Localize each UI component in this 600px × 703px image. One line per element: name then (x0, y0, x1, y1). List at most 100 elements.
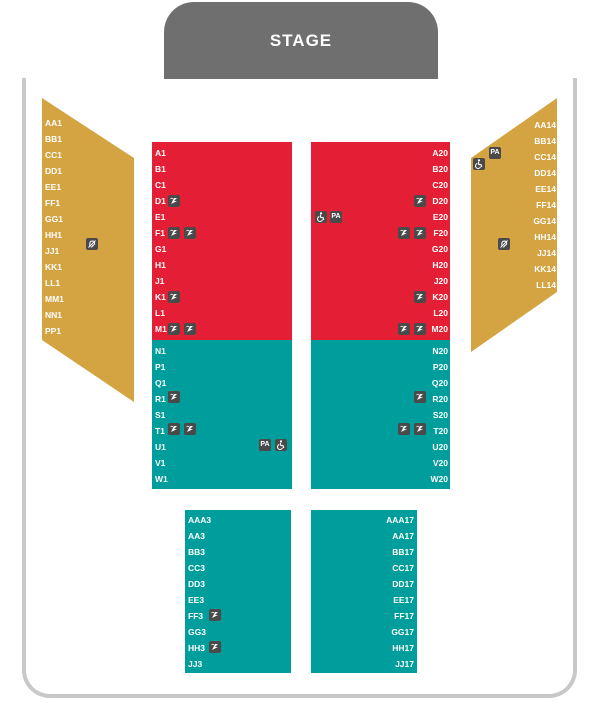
row-label: JJ1 (45, 246, 60, 256)
row-label: HH17 (392, 643, 414, 653)
row-label: E1 (155, 212, 166, 222)
right-middle-section[interactable] (311, 340, 450, 489)
row-label: S20 (432, 410, 448, 420)
row-label: Q20 (431, 378, 448, 388)
telescope-icon (168, 195, 180, 207)
pa-icon: PA (489, 147, 501, 159)
row-label: CC1 (45, 150, 63, 160)
row-label: L20 (433, 308, 448, 318)
telescope-icon (168, 291, 180, 303)
row-label: FF14 (536, 200, 556, 210)
row-label: MM1 (45, 294, 64, 304)
hearing-loop-icon (86, 238, 98, 250)
row-label: D1 (155, 196, 166, 206)
telescope-icon (414, 391, 426, 403)
row-label: LL1 (45, 278, 61, 288)
row-label: LL14 (536, 280, 556, 290)
row-label: B20 (432, 164, 448, 174)
row-label: K1 (155, 292, 166, 302)
row-label: DD3 (188, 579, 206, 589)
row-label: PP1 (45, 326, 62, 336)
row-label: JJ17 (395, 659, 414, 669)
row-label: EE14 (535, 184, 556, 194)
row-label: AA3 (188, 531, 206, 541)
telescope-icon (414, 323, 426, 335)
row-label: AA17 (392, 531, 414, 541)
left-front-section[interactable] (152, 142, 292, 340)
row-label: GG3 (188, 627, 206, 637)
row-label: BB14 (534, 136, 556, 146)
row-label: DD14 (534, 168, 556, 178)
row-label: AAA17 (386, 515, 414, 525)
row-label: KK14 (534, 264, 556, 274)
row-label: AAA3 (188, 515, 212, 525)
row-label: KK1 (45, 262, 63, 272)
row-label: D20 (432, 196, 448, 206)
telescope-icon (184, 227, 196, 239)
row-label: W20 (430, 474, 448, 484)
telescope-icon (398, 323, 410, 335)
row-label: A1 (155, 148, 166, 158)
row-label: AA14 (534, 120, 556, 130)
telescope-icon (209, 609, 221, 621)
row-label: B1 (155, 164, 166, 174)
telescope-icon (168, 391, 180, 403)
telescope-icon (184, 423, 196, 435)
row-label: CC14 (534, 152, 556, 162)
telescope-icon (398, 227, 410, 239)
row-label: G1 (155, 244, 167, 254)
row-label: JJ3 (188, 659, 203, 669)
wheelchair-icon (315, 211, 327, 223)
row-label: P1 (155, 362, 166, 372)
telescope-icon (414, 423, 426, 435)
left-wing-section[interactable] (42, 98, 134, 402)
row-label: P20 (432, 362, 448, 372)
row-label: GG1 (45, 214, 63, 224)
row-label: FF17 (394, 611, 414, 621)
row-label: GG14 (533, 216, 556, 226)
telescope-icon (414, 291, 426, 303)
row-label: FF3 (188, 611, 204, 621)
row-label: J1 (155, 276, 165, 286)
telescope-icon (184, 323, 196, 335)
left-middle-section[interactable] (152, 340, 292, 489)
right-front-section[interactable] (311, 142, 450, 340)
pa-icon: PA (330, 211, 342, 223)
row-label: M1 (155, 324, 167, 334)
row-label: E20 (432, 212, 448, 222)
row-label: C20 (432, 180, 448, 190)
row-label: GG17 (391, 627, 414, 637)
telescope-icon (168, 227, 180, 239)
row-label: M20 (431, 324, 448, 334)
telescope-icon (398, 423, 410, 435)
row-label: T1 (155, 426, 165, 436)
row-label: CC17 (392, 563, 414, 573)
row-label: W1 (155, 474, 168, 484)
stage: STAGE (164, 2, 438, 79)
row-label: BB1 (45, 134, 63, 144)
row-label: F20 (433, 228, 448, 238)
row-label: V20 (432, 458, 448, 468)
row-label: AA1 (45, 118, 63, 128)
telescope-icon (168, 323, 180, 335)
row-label: U20 (432, 442, 448, 452)
row-label: N1 (155, 346, 166, 356)
row-label: J20 (433, 276, 448, 286)
row-label: BB17 (392, 547, 414, 557)
left-rear-section[interactable] (185, 510, 291, 673)
row-label: C1 (155, 180, 166, 190)
row-label: A20 (432, 148, 448, 158)
right-wing-section[interactable] (471, 98, 557, 352)
row-label: R20 (432, 394, 448, 404)
wheelchair-icon (473, 158, 485, 170)
row-label: F1 (155, 228, 165, 238)
row-label: HH1 (45, 230, 63, 240)
auditorium-outline (22, 78, 577, 698)
row-label: EE17 (393, 595, 414, 605)
row-label: S1 (155, 410, 166, 420)
row-label: DD1 (45, 166, 63, 176)
row-label: G20 (431, 244, 448, 254)
row-label: BB3 (188, 547, 206, 557)
row-label: T20 (433, 426, 448, 436)
right-rear-section[interactable] (311, 510, 417, 673)
